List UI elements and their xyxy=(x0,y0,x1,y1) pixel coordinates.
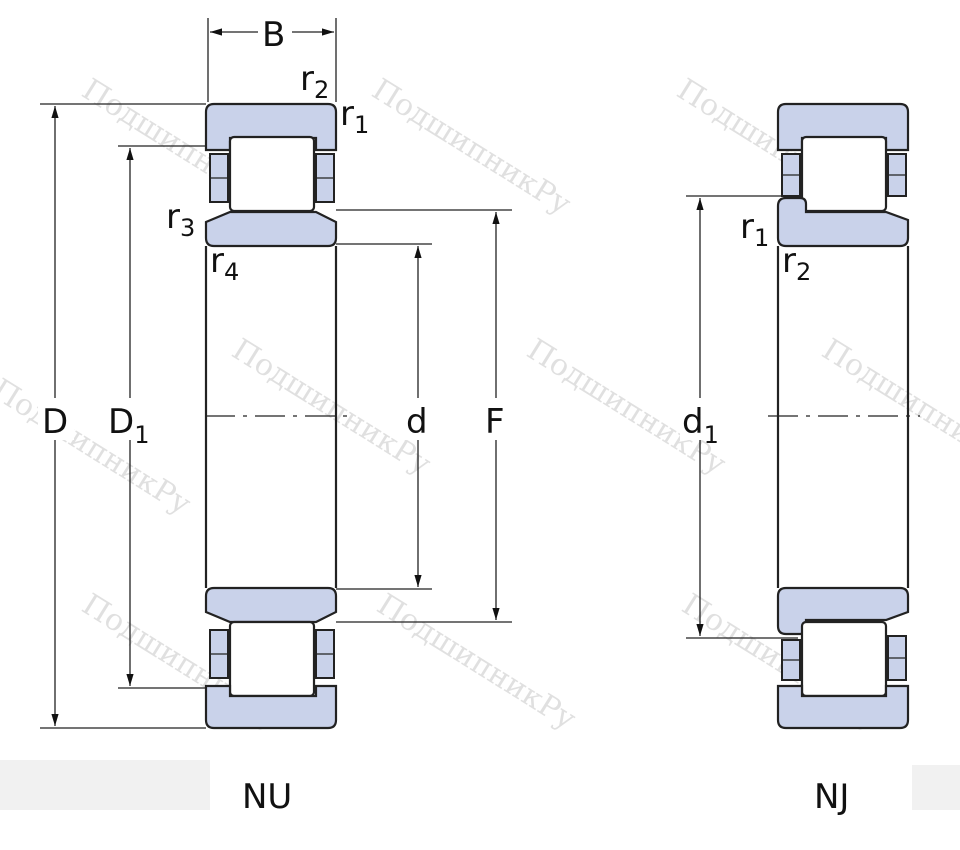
watermark-7: ПодшипникРу xyxy=(0,372,197,522)
nj-roller-bottom xyxy=(800,620,888,698)
label-r3: r3 xyxy=(166,197,195,242)
nu-roller-bottom xyxy=(228,620,316,698)
label-B: B xyxy=(262,15,285,55)
label-nj-r2: r2 xyxy=(782,241,811,286)
watermark-2: ПодшипникРу xyxy=(366,72,577,222)
nu-outer-ring-bottom xyxy=(204,684,338,730)
watermark-6: ПодшипникРу xyxy=(816,332,960,482)
label-nj-r1: r1 xyxy=(740,207,769,252)
nj-inner-ring-top xyxy=(776,196,910,248)
nj-bearing xyxy=(686,102,920,730)
label-NJ: NJ xyxy=(814,777,849,817)
nj-outer-ring-bottom xyxy=(776,684,910,730)
label-r1: r1 xyxy=(340,94,369,139)
label-d1: d1 xyxy=(682,402,719,449)
nu-bearing xyxy=(40,18,512,730)
label-NU: NU xyxy=(242,777,292,817)
label-d: d xyxy=(406,402,428,442)
floor-shadow-right xyxy=(912,765,960,810)
nu-roller-top xyxy=(228,135,316,213)
label-D1: D1 xyxy=(108,402,149,449)
nu-inner-ring-bottom xyxy=(204,586,338,624)
nj-roller-top xyxy=(800,135,888,213)
nu-outer-ring-top xyxy=(204,102,338,152)
label-F: F xyxy=(485,402,505,442)
label-r2: r2 xyxy=(300,59,329,104)
nj-inner-ring-bottom xyxy=(776,586,910,636)
nu-inner-ring-top xyxy=(204,210,338,248)
label-D: D xyxy=(42,402,68,442)
label-r4: r4 xyxy=(210,241,239,286)
floor-shadow-left xyxy=(0,760,210,810)
watermark-9: ПодшипникРу xyxy=(371,587,582,737)
